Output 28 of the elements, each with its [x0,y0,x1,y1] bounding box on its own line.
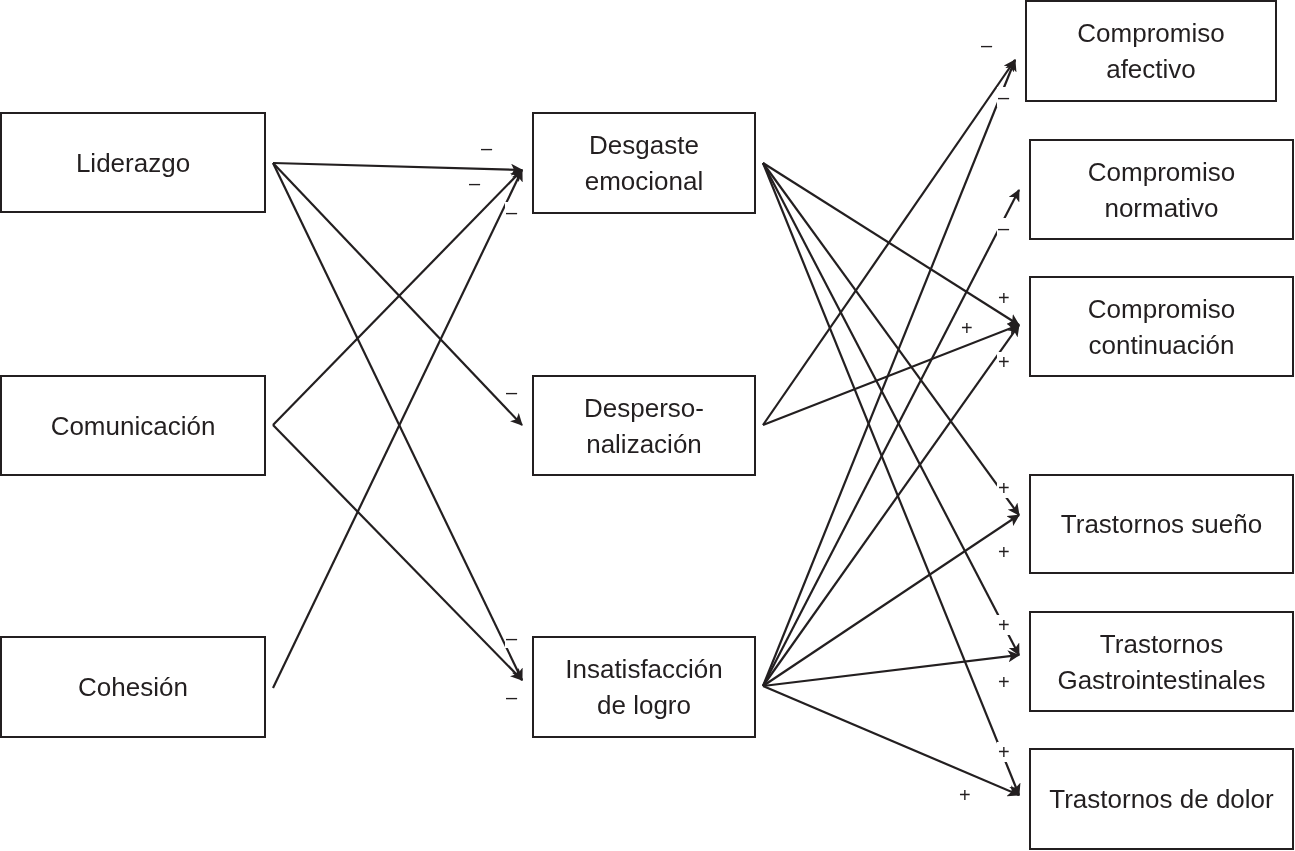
variable-box: Desgaste emocional [532,112,756,214]
arrow [272,424,523,681]
arrow [762,514,1020,687]
variable-box: Compromiso normativo [1029,139,1294,240]
arrow [762,324,1020,687]
variable-box: Desperso- nalización [532,375,756,476]
variable-box: Trastornos de dolor [1029,748,1294,850]
arrow [272,161,523,176]
edge-label: + [997,615,1011,635]
variable-box: Insatisfacción de logro [532,636,756,738]
edge-label: + [997,742,1011,762]
arrow [762,162,1020,326]
variable-box: Liderazgo [0,112,266,213]
arrow [761,59,1017,687]
variable-box: Trastornos Gastrointestinales [1029,611,1294,712]
edge-label: – [997,87,1011,107]
variable-box: Comunicación [0,375,266,476]
variable-box: Compromiso afectivo [1025,0,1277,102]
variable-box: Cohesión [0,636,266,738]
edge-label: – [997,218,1011,238]
arrow [762,162,1021,796]
arrow [762,59,1016,426]
arrow [762,650,1020,688]
variable-box: Compromiso continuación [1029,276,1294,377]
arrow [762,323,1020,427]
arrow [762,685,1020,797]
variable-box: Trastornos sueño [1029,474,1294,574]
arrow [762,162,1020,516]
